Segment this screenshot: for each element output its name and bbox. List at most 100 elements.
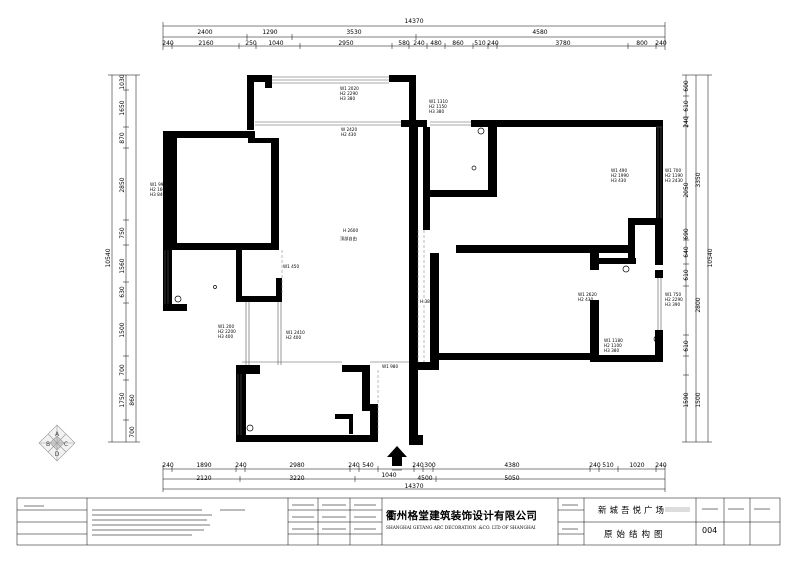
note-text: H2 2200 bbox=[218, 329, 236, 334]
note-text: H2 2290 bbox=[665, 297, 683, 302]
right-dim-6: 690 bbox=[683, 228, 690, 240]
top-dim-r2-10: 510 bbox=[474, 40, 486, 47]
wall-segment bbox=[163, 304, 187, 311]
wall-segment bbox=[271, 138, 279, 250]
note-text: 顶部自由 bbox=[340, 235, 357, 242]
top-dimension-labels: 14370 2400 1290 3530 4580 240 2160 250 1… bbox=[162, 18, 667, 47]
left-dimensions bbox=[108, 74, 140, 443]
wall-segment bbox=[172, 138, 177, 243]
bottom-dim-2: 1890 bbox=[196, 462, 211, 469]
note-text: H2 400 bbox=[286, 335, 301, 340]
note-text: W1 750 bbox=[665, 292, 681, 297]
top-total-label: 14370 bbox=[404, 18, 423, 25]
bottom-dim-11: 240 bbox=[589, 462, 601, 469]
note-text: H3 380 bbox=[340, 96, 355, 101]
wall-segment bbox=[590, 355, 663, 362]
orientation-badge bbox=[38, 424, 76, 462]
wall-segment bbox=[655, 270, 663, 278]
bottom-dim-r2-2: 3220 bbox=[289, 475, 304, 482]
badge-letter: A bbox=[55, 431, 60, 438]
right-dim-1: 600 bbox=[683, 80, 690, 92]
wall-segment bbox=[409, 435, 423, 445]
note-text: H2 1600 bbox=[150, 187, 168, 192]
pipe-icon bbox=[174, 295, 182, 303]
note-text: H2 1150 bbox=[429, 104, 447, 109]
badge-letter: D bbox=[55, 451, 60, 458]
windows bbox=[164, 76, 662, 435]
bottom-dim-8: 240 bbox=[412, 462, 424, 469]
wall-segment bbox=[247, 75, 272, 82]
note-text: W1 1180 bbox=[604, 338, 623, 343]
title-block-fine-print bbox=[24, 504, 770, 536]
wall-segment bbox=[655, 225, 663, 265]
wall-segment bbox=[590, 245, 599, 270]
note-text: H3 380 bbox=[429, 109, 444, 114]
drawing-name: 原始结构图 bbox=[604, 530, 667, 540]
note-text: W1 700 bbox=[665, 168, 681, 173]
note-text: H2 1100 bbox=[604, 343, 622, 348]
top-dim-2: 1290 bbox=[262, 29, 277, 36]
wall-segment bbox=[236, 365, 260, 374]
note-text: H2 2290 bbox=[340, 91, 358, 96]
wall-segment bbox=[423, 190, 497, 197]
note-text: H3 430 bbox=[611, 178, 626, 183]
wall-segment bbox=[236, 250, 242, 302]
top-dim-r2-13: 800 bbox=[636, 40, 648, 47]
wall-segment bbox=[655, 330, 663, 362]
title-block bbox=[16, 497, 781, 546]
bottom-dim-3: 240 bbox=[235, 462, 247, 469]
right-dim-8: 610 bbox=[683, 269, 690, 281]
wall-segment bbox=[236, 296, 282, 302]
wall-segment bbox=[276, 278, 282, 302]
top-dim-r2-9: 860 bbox=[452, 40, 464, 47]
bottom-dim-9: 300 bbox=[424, 462, 436, 469]
wall-segment bbox=[247, 75, 254, 130]
note-text: W1 980 bbox=[382, 364, 398, 369]
right-dim-7: 640 bbox=[683, 246, 690, 258]
note-text: H2 1190 bbox=[665, 173, 683, 178]
right-dim-10: 610 bbox=[683, 340, 690, 352]
wall-segment bbox=[163, 243, 273, 250]
wall-segment bbox=[362, 365, 370, 411]
bottom-dimension-labels: 240 1890 240 2980 240 540 1040 240 300 4… bbox=[162, 462, 667, 490]
right-dim-9: 2800 bbox=[695, 297, 702, 312]
bottom-dim-14: 240 bbox=[655, 462, 667, 469]
note-text: H3 2430 bbox=[665, 178, 683, 183]
wall-segment bbox=[471, 120, 663, 127]
note-text: H2 430 bbox=[341, 132, 356, 137]
wall-segment bbox=[389, 75, 416, 82]
note-text: H2 430 bbox=[578, 297, 593, 302]
wall-segment bbox=[628, 218, 663, 225]
right-dim-12: 1500 bbox=[695, 392, 702, 407]
pipe-icon bbox=[653, 335, 661, 343]
top-dim-4: 4580 bbox=[532, 29, 547, 36]
wall-segment bbox=[342, 365, 370, 372]
wall-segment bbox=[401, 120, 427, 127]
top-dim-r2-12: 3780 bbox=[555, 40, 570, 47]
walls bbox=[163, 75, 663, 445]
wall-segment bbox=[423, 127, 430, 230]
top-dim-r2-11: 240 bbox=[487, 40, 499, 47]
note-text: H 2600 bbox=[343, 228, 358, 233]
top-dim-r2-3: 250 bbox=[245, 40, 257, 47]
bottom-dim-6: 540 bbox=[362, 462, 374, 469]
left-total-label: 10540 bbox=[105, 248, 112, 267]
drawing-number: 004 bbox=[702, 526, 718, 535]
wall-segment bbox=[163, 131, 172, 311]
drain-icon bbox=[213, 285, 217, 289]
company-name-en: SHANGHAI GETANG ARC DECORATION .&CO. LTD… bbox=[386, 526, 536, 531]
wall-segment bbox=[656, 120, 663, 225]
badge-letter: C bbox=[64, 441, 68, 448]
right-dim-5: 2050 bbox=[683, 182, 690, 197]
company-name-cn: 衢州格堂建筑装饰设计有限公司 bbox=[386, 510, 538, 522]
note-text: W1 200 bbox=[218, 324, 234, 329]
left-dim-12: 700 bbox=[129, 426, 136, 438]
note-text: H3 840 bbox=[150, 192, 165, 197]
top-dim-3: 3530 bbox=[346, 29, 361, 36]
wall-segment bbox=[248, 138, 279, 143]
left-dim-10: 1750 bbox=[119, 392, 126, 407]
right-total-label: 10540 bbox=[707, 248, 714, 267]
note-text: H3 390 bbox=[665, 302, 680, 307]
bottom-total-label: 14370 bbox=[404, 483, 423, 490]
